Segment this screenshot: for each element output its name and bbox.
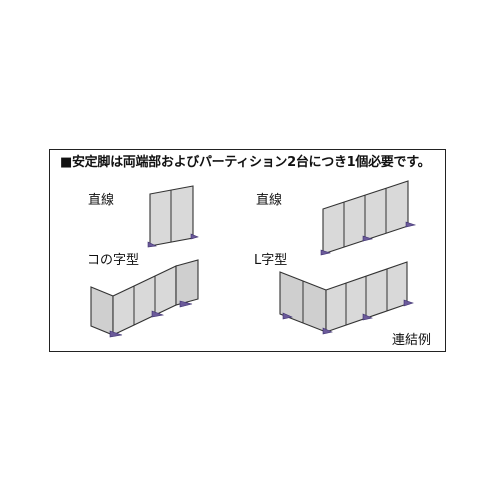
diagram-frame: ■安定脚は両端部およびパーティション2台につき1個必要です。 直線 直線 コの字… <box>49 149 446 352</box>
stabilizer-foot <box>109 330 123 338</box>
label-straight-2panel: 直線 <box>88 193 115 208</box>
stabilizer-foot <box>403 299 414 307</box>
stabilizer-foot <box>282 312 293 320</box>
stabilizer-foot <box>322 327 333 335</box>
partition-illustrations <box>90 180 417 338</box>
stabilizer-foot <box>362 313 373 321</box>
stabilizer-foot <box>320 249 332 256</box>
stabilizer-foot <box>405 221 417 228</box>
u-shape-illustration <box>90 259 199 338</box>
stabilizer-foot <box>147 241 158 248</box>
label-u-shape: コの字型 <box>87 253 140 268</box>
stabilizer-foot <box>190 233 199 240</box>
stabilizer-foot <box>362 235 374 242</box>
note-text: ■安定脚は両端部およびパーティション2台につき1個必要です。 <box>60 155 431 170</box>
straight-4panel-illustration <box>320 180 417 256</box>
stabilizer-foot <box>179 300 193 308</box>
label-straight-4panel: 直線 <box>256 193 283 208</box>
straight-2panel-illustration <box>147 185 199 248</box>
label-l-shape: L字型 <box>254 253 288 268</box>
l-shape-illustration <box>279 261 414 335</box>
stabilizer-foot <box>151 310 165 318</box>
label-connection-example: 連結例 <box>392 333 432 348</box>
